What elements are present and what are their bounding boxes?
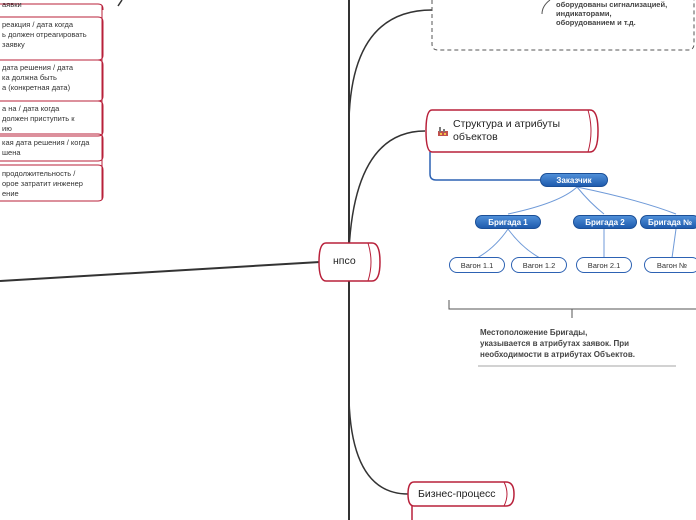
business-process-label: Бизнес-процесс	[418, 488, 496, 500]
left-note-4: а на / дата когда должен приступить к ию	[2, 104, 75, 133]
wagon-n-node[interactable]: Вагон №	[644, 257, 696, 273]
structure-title: Структура и атрибуты объектов	[453, 118, 561, 143]
business-process-node[interactable]: Бизнес-процесс	[408, 482, 514, 506]
top-note: Вагоны, которые оборудованы сигнализацие…	[556, 0, 668, 27]
left-note-5: кая дата решения / когда шена	[2, 138, 90, 157]
brigade-2-node[interactable]: Бригада 2	[573, 215, 637, 229]
wagon-2-1-node[interactable]: Вагон 2.1	[576, 257, 632, 273]
wagon-1-2-node[interactable]: Вагон 1.2	[511, 257, 567, 273]
center-node[interactable]: нпсо	[319, 243, 380, 281]
left-note-3: дата решения / дата ка должна быть а (ко…	[2, 63, 74, 92]
left-note-2: реакция / дата когда ь должен отреагиров…	[2, 20, 87, 49]
center-node-label: нпсо	[333, 255, 356, 267]
factory-icon	[437, 124, 449, 136]
left-note-6: продолжительность / орое затратит инжене…	[2, 169, 83, 198]
customer-node[interactable]: Заказчик	[540, 173, 608, 187]
location-note: Местоположение Бригады, указывается в ат…	[480, 328, 635, 359]
left-note-1: аявки	[2, 0, 22, 9]
structure-node[interactable]: Структура и атрибуты объектов	[426, 110, 598, 152]
brigade-1-node[interactable]: Бригада 1	[475, 215, 541, 229]
wagon-1-1-node[interactable]: Вагон 1.1	[449, 257, 505, 273]
brigade-n-node[interactable]: Бригада №	[640, 215, 696, 229]
